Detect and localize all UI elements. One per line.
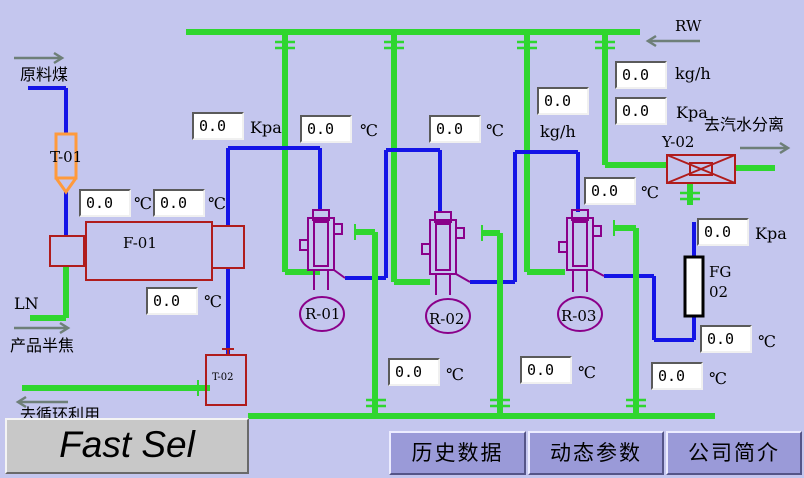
r03-flow-field[interactable]: 0.0 xyxy=(537,87,589,115)
r03-flow-unit: kg/h xyxy=(540,122,576,141)
f01-temp-unit: ℃ xyxy=(208,194,226,213)
fg-temp-field[interactable]: 0.0 xyxy=(700,325,752,353)
fg-temp-unit: ℃ xyxy=(758,332,776,351)
semi-coke-label: 产品半焦 xyxy=(10,336,75,355)
filter-fg02 xyxy=(683,255,705,318)
out1-temp-field[interactable]: 0.0 xyxy=(388,358,440,386)
reactor-r01 xyxy=(299,209,346,332)
company-intro-button[interactable]: 公司简介 xyxy=(666,431,802,475)
ln-label: LN xyxy=(14,294,39,313)
raw-coal-label: 原料煤 xyxy=(20,65,69,84)
out3-temp-field[interactable]: 0.0 xyxy=(651,362,703,390)
rw-pressure-unit: Kpa xyxy=(676,103,708,122)
fg02-tag-1: FG xyxy=(709,263,732,281)
r01-tag: R-01 xyxy=(305,305,341,323)
rw-pressure-field[interactable]: 0.0 xyxy=(615,97,667,125)
rw-flow-unit: kg/h xyxy=(675,64,711,83)
r02-temp-field[interactable]: 0.0 xyxy=(429,115,481,143)
f01-out-temp-unit: ℃ xyxy=(204,292,222,311)
dynamic-params-button[interactable]: 动态参数 xyxy=(528,431,664,475)
y02-tag: Y-02 xyxy=(662,133,695,151)
t02-tag: T-02 xyxy=(212,372,234,383)
hopper-t01 xyxy=(54,132,78,195)
fast-sel-button[interactable]: Fast Sel xyxy=(5,418,249,474)
r02-temp-unit: ℃ xyxy=(486,121,504,140)
t01-temp-unit: ℃ xyxy=(134,194,152,213)
r01-temp-field[interactable]: 0.0 xyxy=(300,115,352,143)
history-data-button[interactable]: 历史数据 xyxy=(389,431,526,475)
fg-pressure-unit: Kpa xyxy=(755,224,787,243)
t01-temp-field[interactable]: 0.0 xyxy=(79,189,131,217)
header-pressure-field[interactable]: 0.0 xyxy=(192,112,244,140)
valve-flags xyxy=(197,220,615,396)
rw-label: RW xyxy=(675,17,702,35)
r03-out-temp-unit: ℃ xyxy=(641,183,659,202)
separation-label: 去汽水分离 xyxy=(704,115,785,134)
rw-flow-field[interactable]: 0.0 xyxy=(615,61,667,89)
out1-temp-unit: ℃ xyxy=(446,365,464,384)
f01-out-temp-field[interactable]: 0.0 xyxy=(146,287,198,315)
r03-tag: R-03 xyxy=(561,307,597,325)
separator-y02 xyxy=(666,154,736,184)
r01-temp-unit: ℃ xyxy=(360,121,378,140)
reactor-r02 xyxy=(421,211,471,334)
f01-tag: F-01 xyxy=(123,234,157,252)
header-pressure-unit: Kpa xyxy=(250,118,282,137)
r03-out-temp-field[interactable]: 0.0 xyxy=(584,177,636,205)
tank-t02 xyxy=(205,348,247,406)
furnace-f01 xyxy=(49,221,245,281)
fg02-tag-2: 02 xyxy=(709,283,729,301)
f01-temp-field[interactable]: 0.0 xyxy=(153,189,205,217)
r02-tag: R-02 xyxy=(429,310,465,328)
fg-pressure-field[interactable]: 0.0 xyxy=(697,218,749,246)
gas-lines xyxy=(28,86,696,355)
reactor-r03 xyxy=(557,209,605,332)
flow-arrows xyxy=(14,34,791,409)
outlet-lines xyxy=(22,225,715,419)
out2-temp-unit: ℃ xyxy=(578,363,596,382)
out2-temp-field[interactable]: 0.0 xyxy=(520,356,572,384)
t01-tag: T-01 xyxy=(50,148,83,166)
out3-temp-unit: ℃ xyxy=(709,369,727,388)
